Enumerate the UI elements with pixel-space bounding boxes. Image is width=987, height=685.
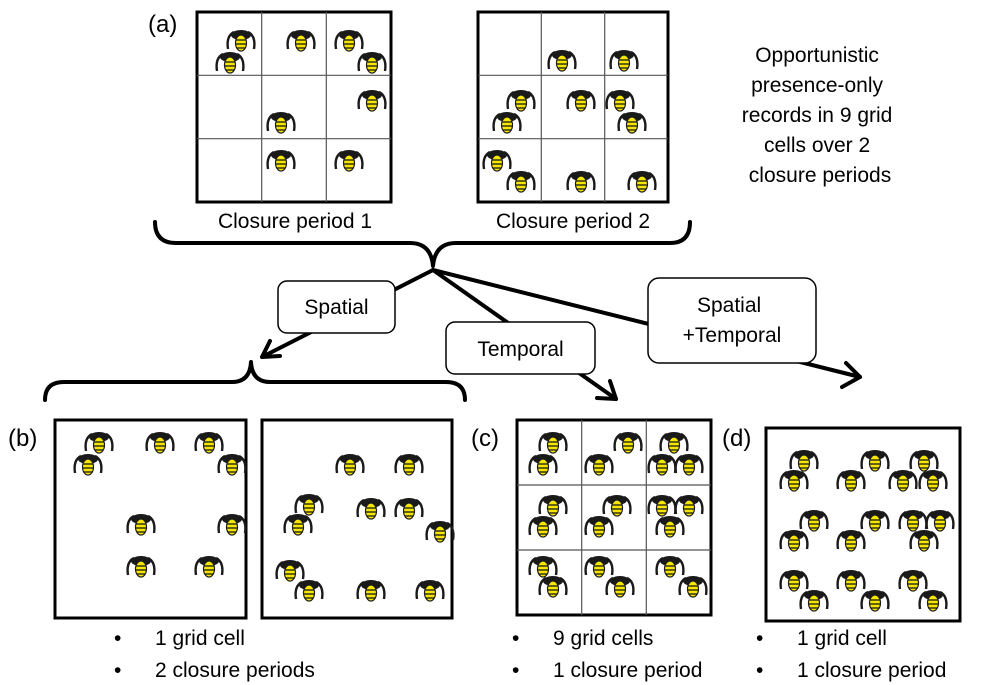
spatial-label: Spatial <box>304 296 368 319</box>
period1-caption: Closure period 1 <box>218 210 372 233</box>
panel-d-bullets: • 1 grid cell • 1 closure period <box>756 627 946 682</box>
panel-d-label: (d) <box>722 425 751 452</box>
panel-c-bullets: • 9 grid cells • 1 closure period <box>512 627 702 682</box>
top-brace <box>153 220 692 268</box>
description-line: closure periods <box>749 164 891 187</box>
panel-b-label: (b) <box>8 425 37 452</box>
bullet-item: 1 closure period <box>553 659 702 682</box>
temporal-label: Temporal <box>477 338 563 361</box>
spatial-label-box: Spatial <box>277 280 396 334</box>
description-line: records in 9 grid <box>742 104 893 127</box>
bullet-item: 9 grid cells <box>553 627 653 650</box>
bullet-item: 1 closure period <box>797 659 946 682</box>
panel-b-brace <box>43 360 467 402</box>
spatial-temporal-label-box: Spatial +Temporal <box>647 277 817 364</box>
bullet-item: 1 grid cell <box>155 627 245 650</box>
panel-a-period2-grid <box>476 10 670 204</box>
description-line: presence-only <box>751 74 883 97</box>
panel-a-label: (a) <box>148 11 177 38</box>
panel-a-description: Opportunistic presence-only records in 9… <box>742 44 898 187</box>
temporal-label-box: Temporal <box>445 321 596 375</box>
panel-b-bullets: • 1 grid cell • 2 closure periods <box>114 627 315 682</box>
period2-caption: Closure period 2 <box>496 210 650 233</box>
bullet-item: 2 closure periods <box>155 659 315 682</box>
panel-c-label: (c) <box>471 425 499 452</box>
bullet-item: 1 grid cell <box>797 627 887 650</box>
description-line: Opportunistic <box>755 44 879 67</box>
description-line: cells over 2 <box>764 134 870 157</box>
spatial-temporal-label: Spatial +Temporal <box>683 294 782 347</box>
